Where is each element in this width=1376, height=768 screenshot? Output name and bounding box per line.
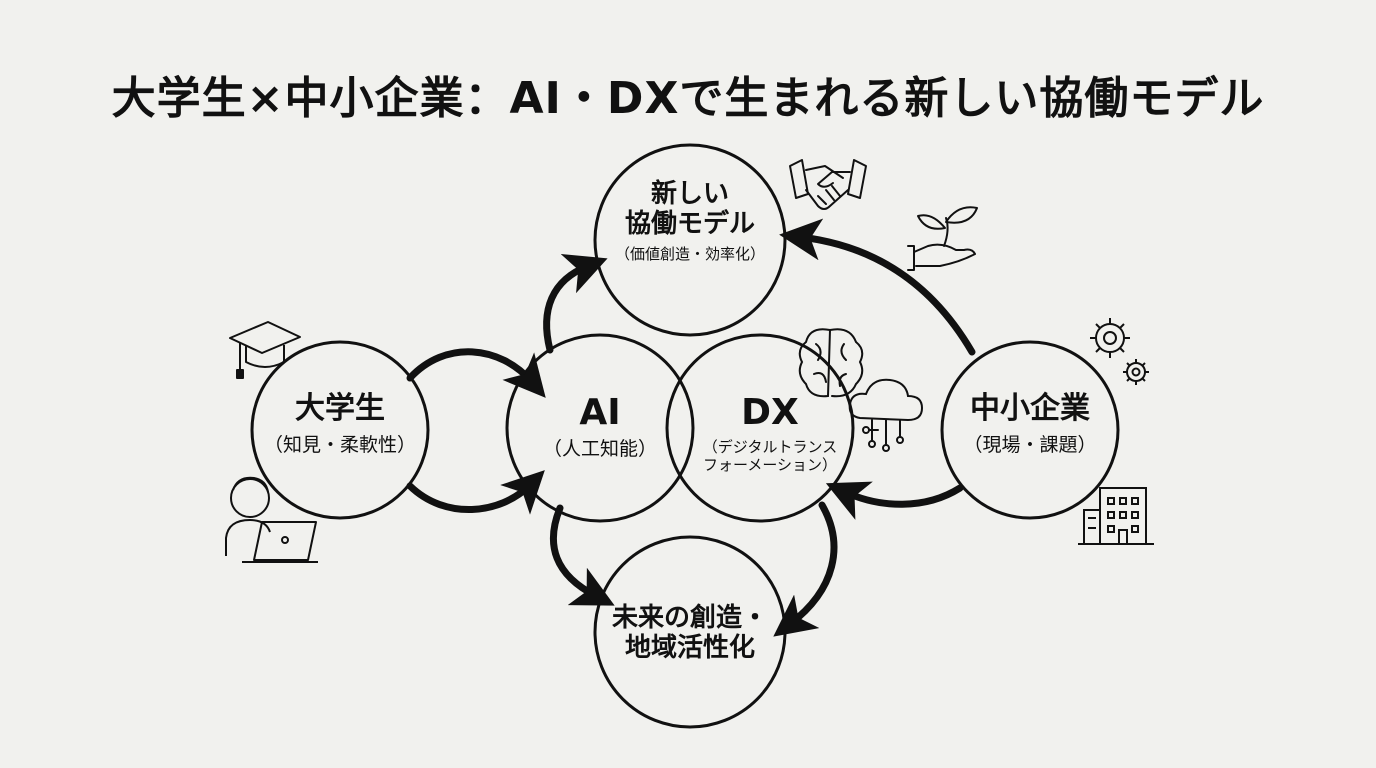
dx-name: DX [741,392,799,433]
ai-node-label: AI （人工知能） [517,392,683,461]
dx-circle [665,333,855,523]
sme-node-label: 中小企業 （現場・課題） [942,391,1118,456]
gears-icon [1090,318,1149,385]
future-line1: 未来の創造・ [611,603,768,633]
graduation-cap-icon [229,321,301,379]
arrow-sme-to-dx [825,481,964,520]
students-name: 大学生 [295,391,385,426]
future-node-label: 未来の創造・ 地域活性化 [595,603,785,664]
students-sub: （知見・柔軟性） [263,433,416,456]
office-building-icon [1078,487,1154,545]
arrow-ai-to-future [549,504,615,606]
student-laptop-icon [225,476,318,563]
handshake-icon [789,159,867,210]
ai-name: AI [579,392,621,433]
collab-node-label: 新しい 協働モデル （価値創造・効率化） [595,179,785,263]
brain-icon [798,328,864,398]
arrow-students-to-ai-top [406,348,546,398]
sme-sub: （現場・課題） [963,433,1097,456]
sme-circle [940,340,1120,520]
arrow-students-to-ai-bottom [406,470,545,515]
arrow-sme-to-collab [779,218,976,356]
future-line2: 地域活性化 [624,632,755,663]
students-circle [250,340,430,520]
ai-circle [505,333,695,523]
ai-sub: （人工知能） [542,438,657,461]
collab-line1: 新しい [650,179,729,209]
sme-name: 中小企業 [970,391,1090,426]
arrow-dx-to-future [773,501,838,637]
cloud-network-icon [848,378,924,452]
plant-hand-icon [907,206,978,271]
collab-line2: 協働モデル [624,208,755,239]
dx-sub-line2: フォーメーション） [702,455,838,474]
diagram-title: 大学生×中小企業：AI・DXで生まれる新しい協働モデル [111,73,1265,124]
students-node-label: 大学生 （知見・柔軟性） [252,391,428,456]
collab-sub: （価値創造・効率化） [614,244,765,263]
dx-node-label: DX （デジタルトランス フォーメーション） [686,392,854,474]
dx-sub-line1: （デジタルトランス [702,438,838,457]
arrow-ai-to-collab [543,254,608,354]
